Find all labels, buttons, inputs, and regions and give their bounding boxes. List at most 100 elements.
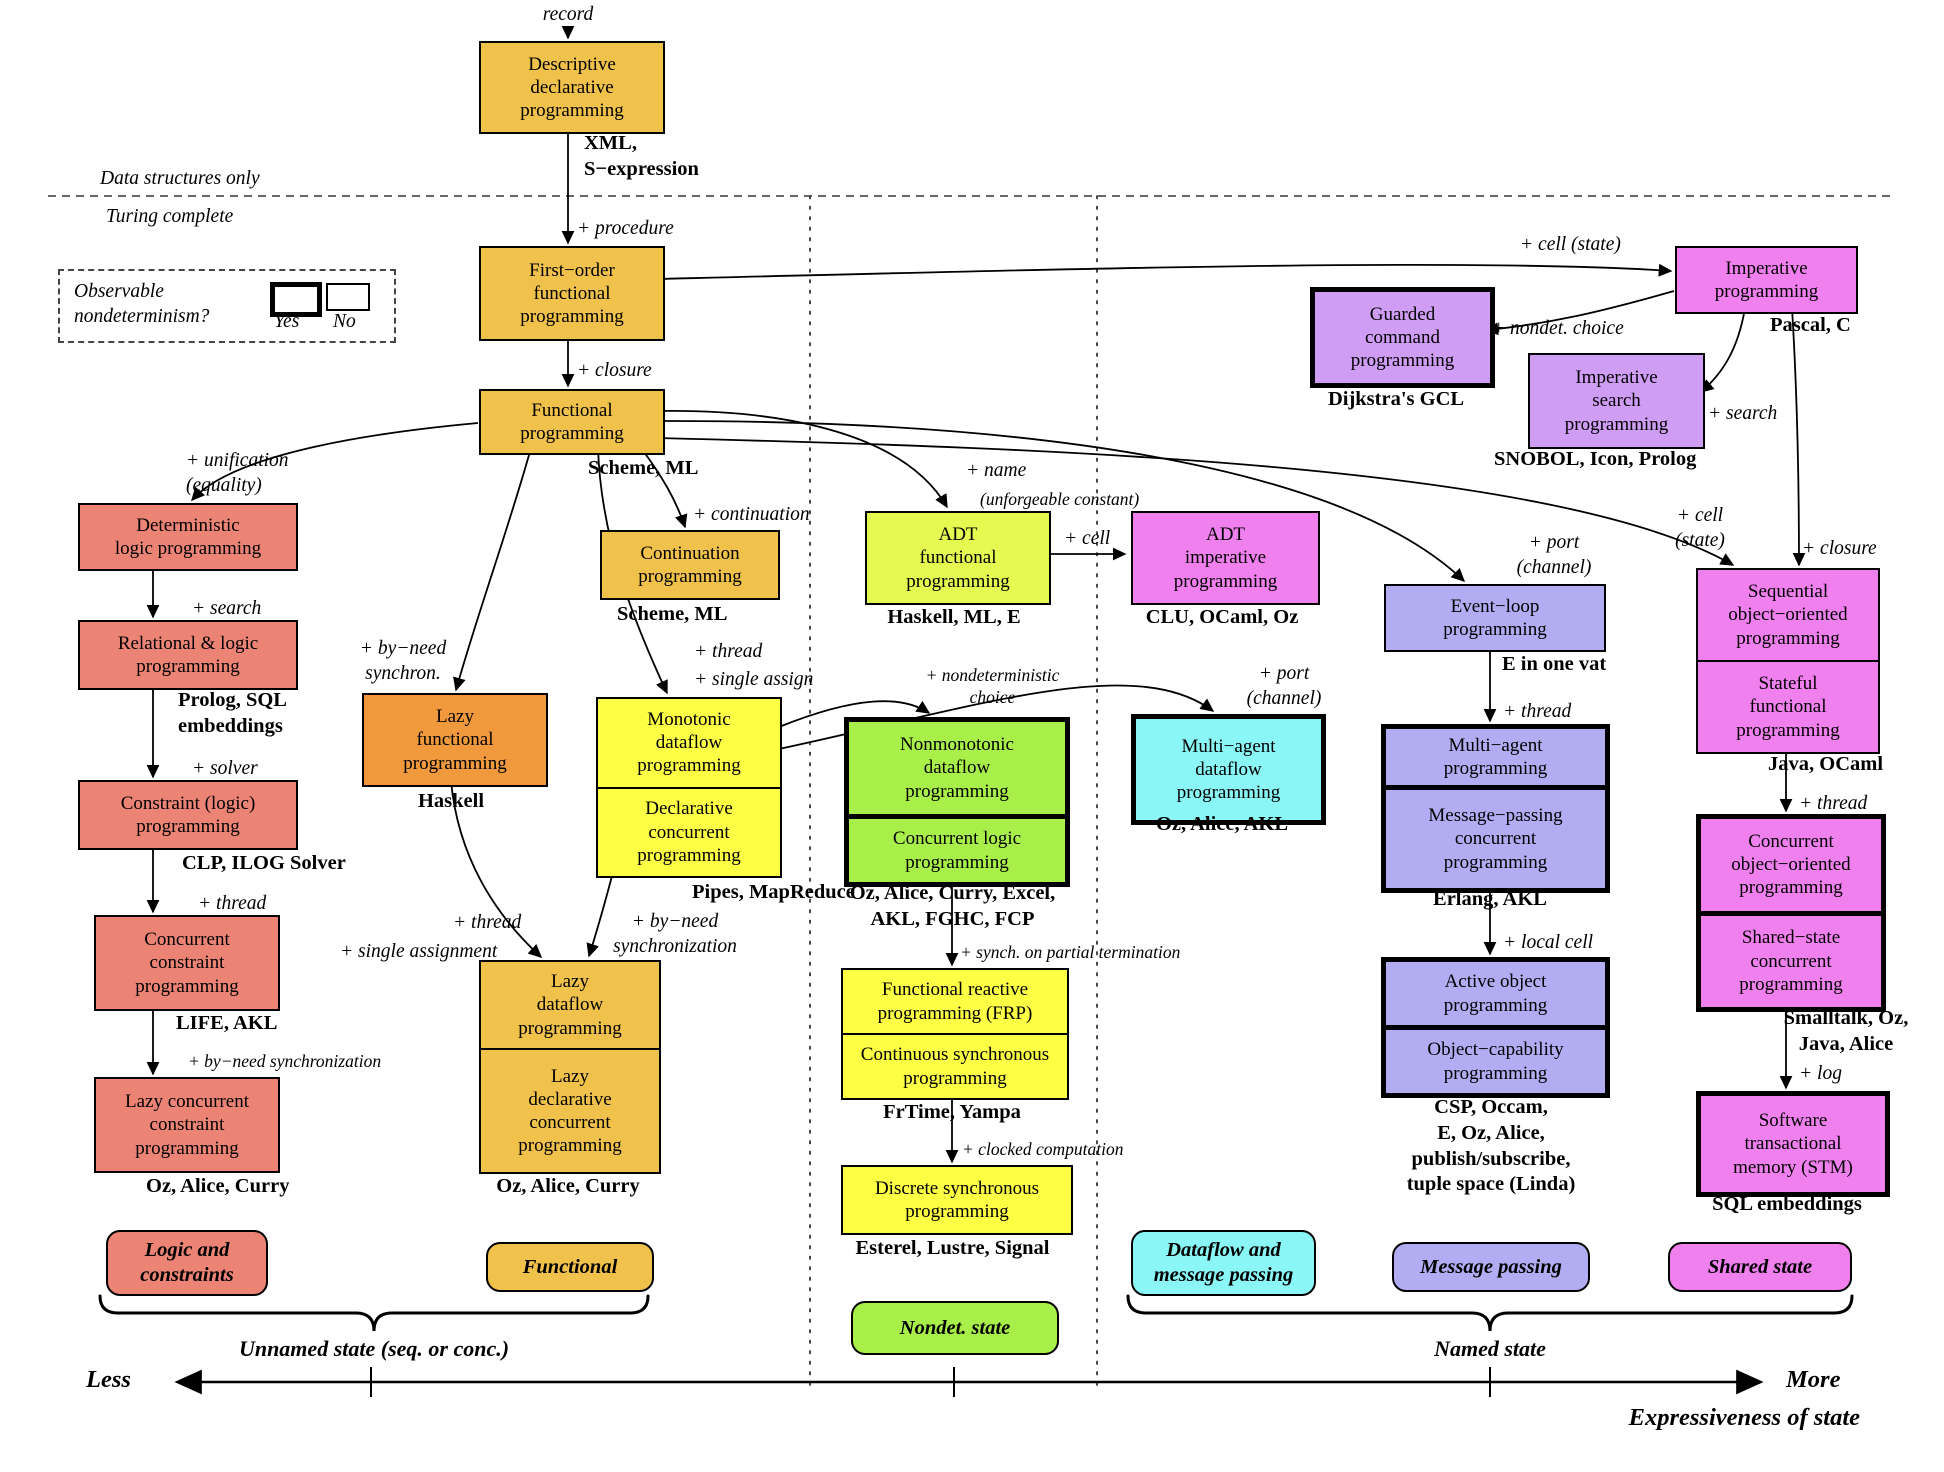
box-constraint-logic: Constraint (logic) programming <box>78 780 298 850</box>
box-functional: Functional programming <box>479 389 665 455</box>
caption-clu-ocaml-oz: CLU, OCaml, Oz <box>1145 606 1299 628</box>
label-plus-name: + name <box>966 460 1027 481</box>
label-plus-thread-logic: + thread <box>198 893 267 914</box>
label-plus-cell-state-top: + cell (state) <box>1520 234 1621 255</box>
cell-nonmonotonic-dataflow: Nonmonotonic dataflow programming <box>900 734 1014 802</box>
cell-stateful-functional: Stateful functional programming <box>1698 660 1878 752</box>
caption-oz-alice-akl: Oz, Alice, AKL <box>1155 813 1289 835</box>
caption-haskell-ml-e: Haskell, ML, E <box>887 606 1021 628</box>
caption-scheme-ml-cont: Scheme, ML <box>617 603 728 625</box>
caption-scheme-ml: Scheme, ML <box>588 457 699 479</box>
caption-csp-occam: CSP, Occam, E, Oz, Alice, publish/subscr… <box>1406 1096 1576 1196</box>
label-unnamed-state: Unnamed state (seq. or conc.) <box>238 1336 510 1361</box>
label-unforgeable-constant: (unforgeable constant) <box>980 489 1140 509</box>
cell-monotonic-dataflow: Monotonic dataflow programming <box>637 708 741 777</box>
label-plus-continuation: + continuation <box>693 504 810 525</box>
label-plus-closure: + closure <box>577 360 652 381</box>
caption-xml: XML, S−expression <box>584 132 699 180</box>
label-expressiveness: Expressiveness of state <box>1628 1404 1860 1431</box>
label-plus-thread-mono: + thread <box>694 641 763 662</box>
nondeterminism-legend <box>58 269 396 343</box>
cell-continuous-synchronous: Continuous synchronous programming <box>843 1033 1067 1098</box>
box-imperative-search: Imperative search programming <box>1528 353 1705 449</box>
label-turing-complete: Turing complete <box>106 206 234 227</box>
box-imperative: Imperative programming <box>1675 246 1858 314</box>
label-plus-search-imp: + search <box>1708 403 1778 424</box>
caption-snobol: SNOBOL, Icon, Prolog <box>1494 448 1697 470</box>
caption-e-in-one-vat: E in one vat <box>1502 653 1607 675</box>
legend-no-swatch <box>326 283 370 311</box>
box-multiagent-dataflow: Multi−agent dataflow programming <box>1131 714 1326 825</box>
box-active-object: Active object programming Object−capabil… <box>1381 957 1610 1098</box>
label-plus-port-dataflow: + port (channel) <box>1246 663 1322 709</box>
label-named-state: Named state <box>1434 1336 1546 1361</box>
label-more: More <box>1786 1366 1841 1393</box>
caption-clp-ilog: CLP, ILOG Solver <box>182 852 346 874</box>
box-descriptive-declarative: Descriptive declarative programming <box>479 41 665 134</box>
legend-no-label: No <box>333 311 356 332</box>
cell-shared-state-concurrent: Shared−state concurrent programming <box>1701 910 1881 1008</box>
cell-active-object: Active object programming <box>1443 971 1548 1016</box>
label-plus-log: + log <box>1799 1063 1842 1084</box>
caption-smalltalk: Smalltalk, Oz, Java, Alice <box>1783 1007 1909 1055</box>
box-stm: Software transactional memory (STM) <box>1696 1091 1890 1197</box>
box-monotonic-dataflow: Monotonic dataflow programming Declarati… <box>596 697 782 878</box>
box-lazy-functional: Lazy functional programming <box>362 693 548 787</box>
label-plus-single-assignment: + single assignment <box>340 941 498 962</box>
box-relational-logic: Relational & logic programming <box>78 620 298 690</box>
cell-object-capability: Object−capability programming <box>1386 1025 1605 1093</box>
caption-esterel: Esterel, Lustre, Signal <box>855 1237 1050 1259</box>
label-record: record <box>542 4 594 25</box>
box-adt-imperative: ADT imperative programming <box>1131 511 1320 605</box>
caption-sql-embeddings: SQL embeddings <box>1712 1193 1862 1215</box>
caption-oz-alice-curry-mid: Oz, Alice, Curry <box>496 1175 640 1197</box>
box-lazy-dataflow: Lazy dataflow programming Lazy declarati… <box>479 960 661 1174</box>
box-continuation: Continuation programming <box>600 530 780 600</box>
cell-sequential-oo: Sequential object−oriented programming <box>1728 581 1848 649</box>
legend-yes-label: Yes <box>274 311 300 332</box>
caption-haskell: Haskell <box>417 790 485 812</box>
cell-functional-reactive: Functional reactive programming (FRP) <box>877 979 1033 1024</box>
box-concurrent-oo: Concurrent object−oriented programming S… <box>1696 814 1886 1012</box>
label-plus-search-logic: + search <box>192 598 262 619</box>
label-plus-local-cell: + local cell <box>1503 932 1594 953</box>
label-plus-nondet-choice-imp: + nondet. choice <box>1492 318 1624 339</box>
caption-oz-alice-excel: Oz, Alice, Curry, Excel, AKL, FGHC, FCP <box>849 882 1056 930</box>
label-plus-synch-partial: + synch. on partial termination <box>960 942 1181 962</box>
cell-message-passing-concurrent: Message−passing concurrent programming <box>1386 785 1605 888</box>
cell-declarative-concurrent: Declarative concurrent programming <box>598 786 780 877</box>
badge-message-passing: Message passing <box>1392 1242 1590 1292</box>
cell-concurrent-oo: Concurrent object−oriented programming <box>1731 830 1851 899</box>
label-plus-clocked: + clocked computation <box>962 1139 1124 1159</box>
legend-yes-swatch <box>270 282 322 317</box>
box-lazy-concurrent-constraint: Lazy concurrent constraint programming <box>94 1077 280 1173</box>
legend-question: Observable nondeterminism? <box>74 281 210 327</box>
badge-functional: Functional <box>486 1242 654 1292</box>
label-plus-closure-right: + closure <box>1802 538 1877 559</box>
box-discrete-synchronous: Discrete synchronous programming <box>841 1165 1073 1235</box>
caption-oz-alice-curry-left: Oz, Alice, Curry <box>146 1175 290 1197</box>
box-deterministic-logic: Deterministic logic programming <box>78 503 298 571</box>
caption-life-akl: LIFE, AKL <box>176 1012 278 1034</box>
caption-dijkstra-gcl: Dijkstra's GCL <box>1327 388 1465 410</box>
box-sequential-oo: Sequential object−oriented programming S… <box>1696 568 1880 754</box>
badge-nondet-state: Nondet. state <box>851 1301 1059 1355</box>
cell-lazy-dataflow: Lazy dataflow programming <box>518 971 622 1039</box>
badge-dataflow-message-passing: Dataflow and message passing <box>1131 1230 1316 1296</box>
label-plus-thread-right: + thread <box>1799 793 1868 814</box>
caption-frtime-yampa: FrTime, Yampa <box>883 1101 1021 1123</box>
label-plus-procedure: + procedure <box>577 218 674 239</box>
box-frp: Functional reactive programming (FRP) Co… <box>841 968 1069 1100</box>
box-first-order-functional: First−order functional programming <box>479 246 665 341</box>
box-adt-functional: ADT functional programming <box>865 511 1051 605</box>
label-plus-cell-adt: + cell <box>1064 528 1111 549</box>
box-message-passing: Multi−agent programming Message−passing … <box>1381 724 1610 893</box>
label-less: Less <box>86 1366 131 1393</box>
box-guarded-command: Guarded command programming <box>1310 287 1495 388</box>
label-plus-nondeterministic-choice: + nondeterministic choice <box>925 665 1060 708</box>
label-data-structures-only: Data structures only <box>100 168 260 189</box>
label-plus-thread-lazy: + thread <box>453 912 522 933</box>
label-plus-cell-state-right: + cell (state) <box>1675 505 1725 551</box>
badge-logic-constraints: Logic and constraints <box>106 1230 268 1296</box>
